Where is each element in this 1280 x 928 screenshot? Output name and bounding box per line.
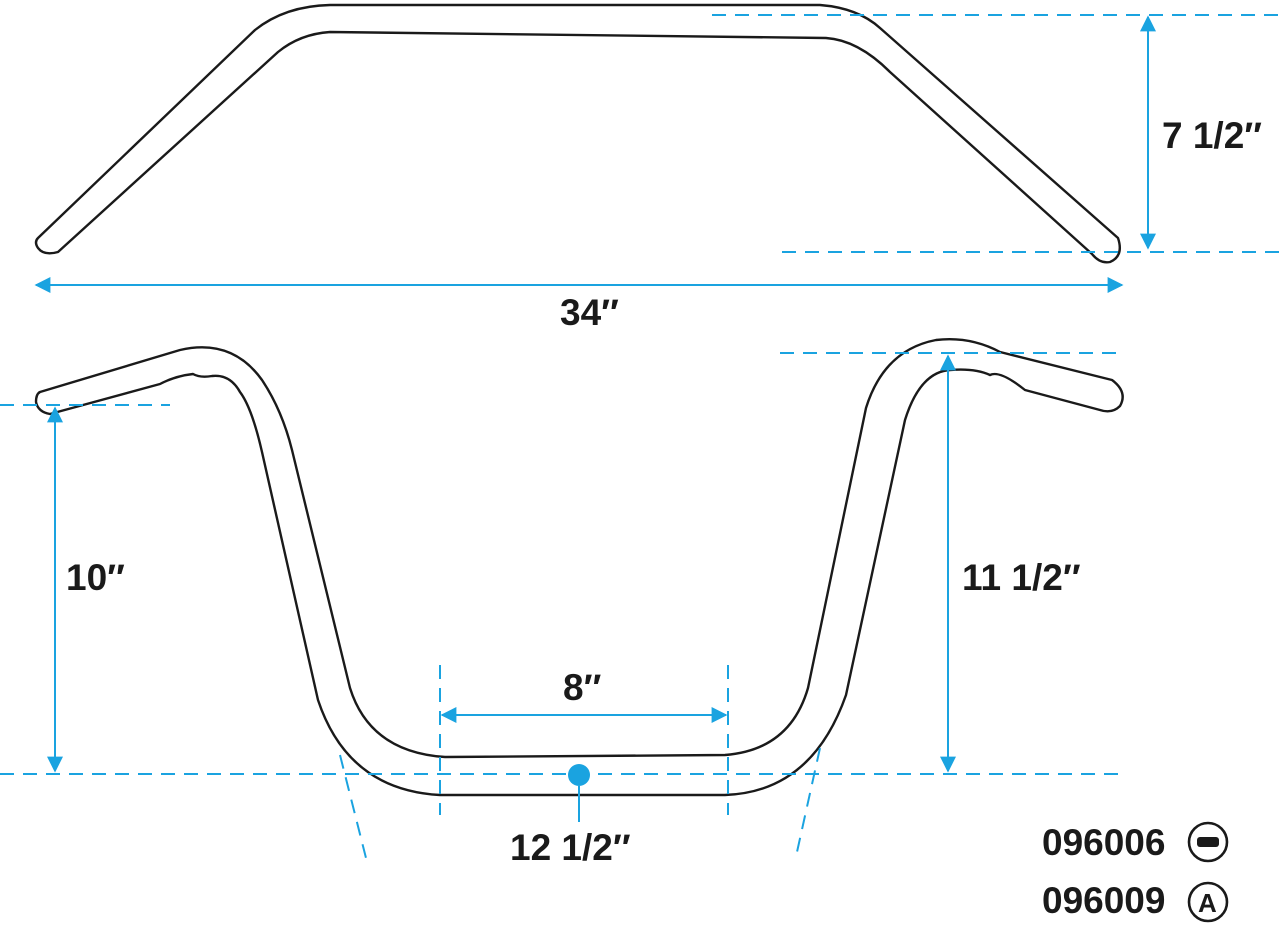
side-view-bar-outline xyxy=(34,338,1124,797)
part-number-1: 096006 xyxy=(1042,822,1165,863)
part-numbers: 096006 096009 A xyxy=(1042,821,1229,923)
clamp-diameter-label: 12 1/2″ xyxy=(510,827,631,868)
minus-circle-icon xyxy=(1187,821,1229,863)
width-dimension-label: 34″ xyxy=(560,292,619,333)
letter-a-circle-icon: A xyxy=(1187,881,1229,923)
part-number-2: 096009 xyxy=(1042,880,1165,921)
rise-dimension-label: 7 1/2″ xyxy=(1162,115,1262,156)
right-height-label: 11 1/2″ xyxy=(962,557,1081,598)
top-view-bar-outline xyxy=(34,3,1121,264)
center-width-label: 8″ xyxy=(563,667,602,708)
top-view: 7 1/2″ 34″ xyxy=(34,3,1280,333)
center-point-marker xyxy=(568,764,590,786)
side-view: 10″ 11 1/2″ 8″ 12 1/2″ xyxy=(0,338,1124,868)
letter-a-symbol: A xyxy=(1198,888,1217,918)
left-height-label: 10″ xyxy=(66,557,125,598)
bend-right-reference-line xyxy=(796,747,821,853)
bend-left-reference-line xyxy=(339,754,367,859)
